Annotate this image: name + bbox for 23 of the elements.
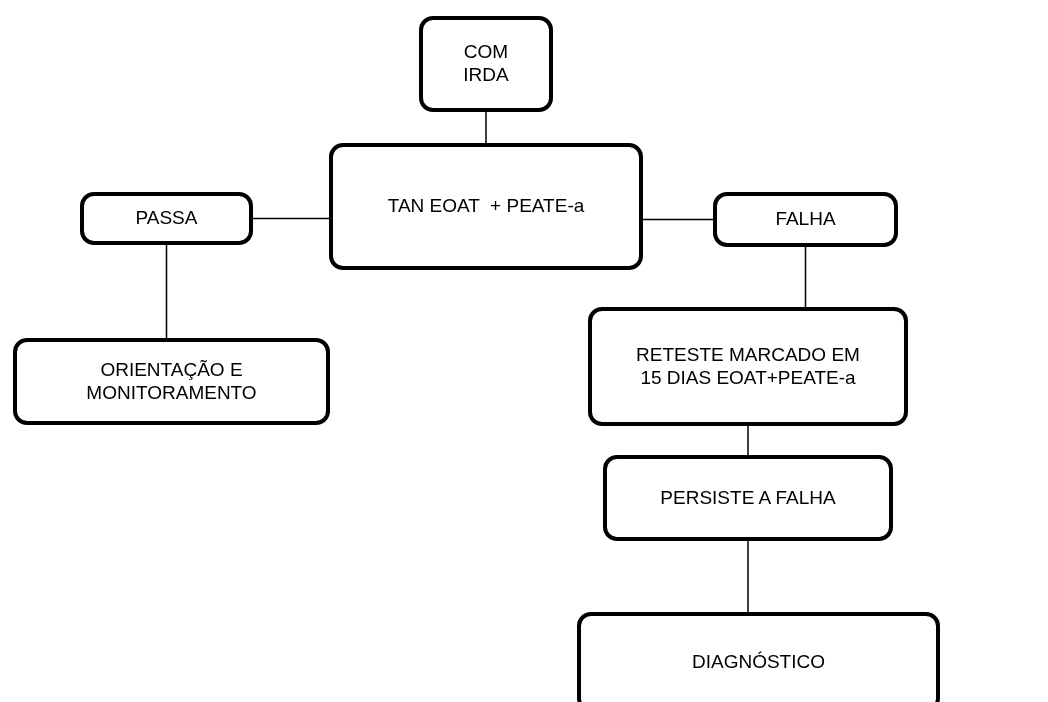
connector-line bbox=[747, 425, 749, 456]
process-box bbox=[419, 16, 553, 112]
process-box bbox=[577, 612, 940, 702]
box-label: PERSISTE A FALHA bbox=[660, 486, 836, 510]
box-label: FALHA bbox=[775, 208, 836, 231]
box-label: COM IRDA bbox=[462, 41, 510, 87]
process-box bbox=[713, 192, 898, 247]
process-box bbox=[603, 455, 893, 541]
connector-line bbox=[252, 217, 330, 220]
box-label: PASSA bbox=[135, 207, 198, 230]
box-label: TAN EOAT + PEATE-a bbox=[387, 195, 585, 218]
connector-line bbox=[485, 111, 487, 144]
process-box bbox=[329, 143, 643, 270]
connector-line bbox=[165, 244, 168, 339]
connector-line bbox=[642, 218, 714, 221]
process-box bbox=[588, 307, 908, 426]
box-label: ORIENTAÇÃO E MONITORAMENTO bbox=[85, 358, 258, 405]
connector-line bbox=[804, 246, 807, 308]
box-label: DIAGNÓSTICO bbox=[692, 650, 825, 674]
connector-line bbox=[747, 540, 749, 613]
process-box bbox=[80, 192, 253, 245]
process-box bbox=[13, 338, 330, 425]
box-label: RETESTE MARCADO EM 15 DIAS EOAT+PEATE-a bbox=[635, 343, 861, 390]
